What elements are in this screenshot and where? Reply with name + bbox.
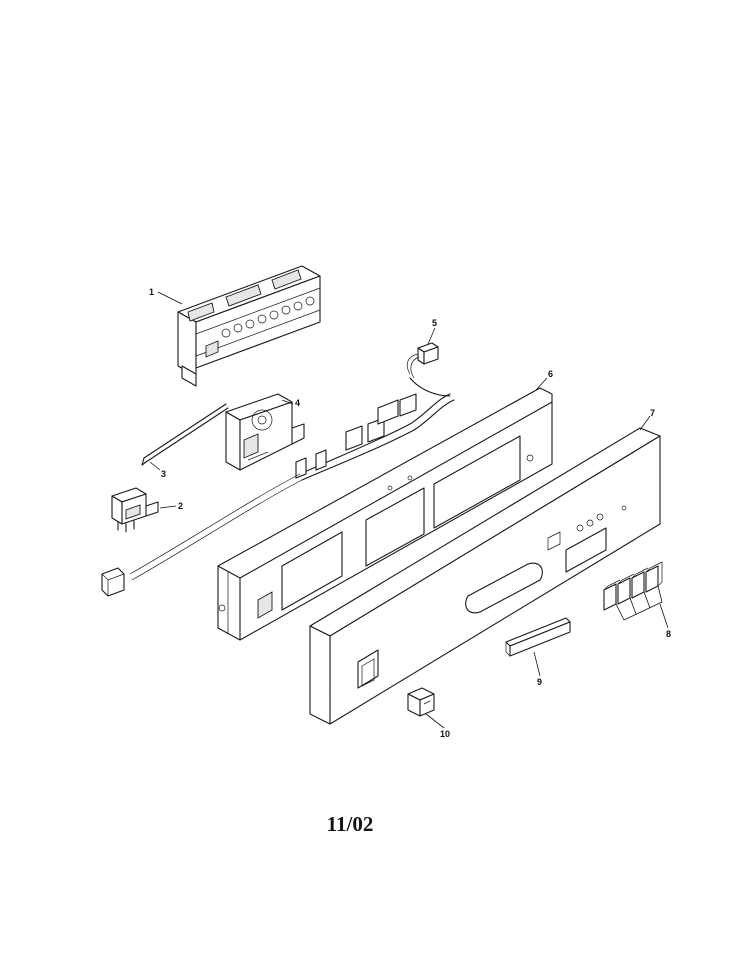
part-2-switch — [111, 487, 159, 533]
part-1-control-module — [177, 265, 321, 387]
wiring-harness — [101, 377, 455, 597]
callout-2: 2 — [178, 501, 183, 511]
part-9-display-strip — [505, 617, 571, 657]
part-10-cap — [407, 687, 435, 717]
callout-6: 6 — [548, 369, 553, 379]
callout-8: 8 — [666, 629, 671, 639]
callouts: 1 2 3 4 5 6 7 8 9 10 — [149, 287, 671, 739]
callout-7: 7 — [650, 408, 655, 418]
part-8-push-buttons — [603, 561, 663, 621]
part-7-front-panel — [309, 427, 661, 725]
callout-9: 9 — [537, 677, 542, 687]
callout-1: 1 — [149, 287, 154, 297]
revision-code: 11/02 — [326, 812, 374, 836]
callout-4: 4 — [295, 398, 300, 408]
part-5-connector — [406, 342, 439, 379]
part-4-bracket — [225, 393, 305, 471]
part-6-panel-frame — [217, 387, 553, 641]
callout-10: 10 — [440, 729, 450, 739]
callout-3: 3 — [161, 469, 166, 479]
part-3-rod — [141, 403, 229, 466]
callout-5: 5 — [432, 318, 437, 328]
